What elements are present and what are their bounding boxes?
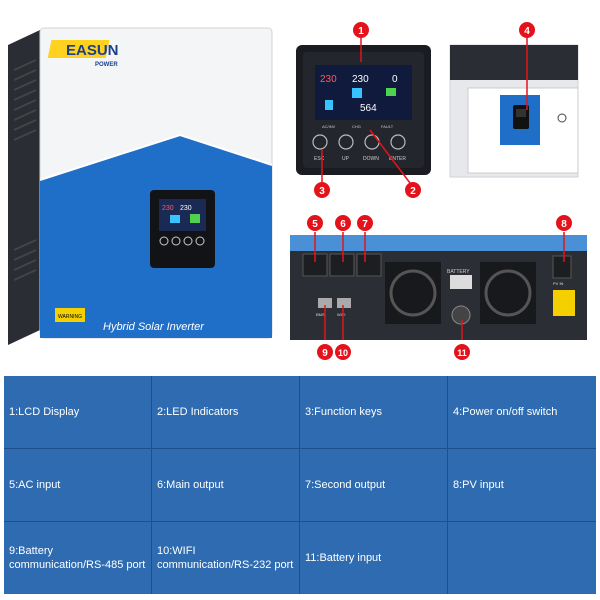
callout-2: 2: [405, 182, 421, 198]
callout-4: 4: [519, 22, 535, 38]
switch-closeup: [449, 38, 579, 178]
svg-text:AC/INV: AC/INV: [322, 124, 336, 129]
svg-text:6: 6: [340, 219, 346, 230]
svg-text:9: 9: [322, 348, 328, 359]
svg-text:230: 230: [162, 205, 174, 212]
feature-table: 1:LCD Display 2:LED Indicators 3:Functio…: [4, 376, 596, 594]
svg-text:ENTER: ENTER: [389, 156, 406, 162]
table-cell: [448, 522, 596, 594]
ports-closeup: BATTERY BMS WIFI PV IN: [290, 232, 587, 340]
svg-text:BATTERY: BATTERY: [447, 269, 470, 275]
svg-text:WARNING: WARNING: [58, 314, 82, 320]
svg-text:564: 564: [360, 103, 377, 114]
svg-text:0: 0: [392, 74, 398, 85]
svg-text:PV IN: PV IN: [553, 281, 564, 286]
svg-text:7: 7: [362, 219, 368, 230]
callout-11: 11: [454, 344, 470, 360]
svg-text:ESC: ESC: [314, 156, 325, 162]
table-cell: 11:Battery input: [300, 522, 448, 594]
table-cell: 1:LCD Display: [4, 376, 152, 449]
svg-text:230: 230: [320, 74, 337, 85]
table-cell: 2:LED Indicators: [152, 376, 300, 449]
svg-text:10: 10: [338, 348, 348, 358]
callout-7: 7: [357, 215, 373, 231]
table-cell: 9:Battery communication/RS-485 port: [4, 522, 152, 594]
callout-1: 1: [353, 22, 369, 38]
callout-10: 10: [335, 344, 351, 360]
svg-text:11: 11: [457, 348, 467, 358]
table-cell: 3:Function keys: [300, 376, 448, 449]
svg-text:BMS: BMS: [316, 312, 325, 317]
callout-9: 9: [317, 344, 333, 360]
product-images: EASUN POWER 230 230 WARNING Hybrid Solar…: [8, 22, 587, 360]
svg-text:3: 3: [319, 186, 325, 197]
table-cell: 8:PV input: [448, 449, 596, 522]
brand-logo: EASUN POWER: [47, 40, 119, 68]
table-cell: 4:Power on/off switch: [448, 376, 596, 449]
svg-text:5: 5: [312, 219, 318, 230]
callout-3: 3: [314, 182, 330, 198]
svg-text:UP: UP: [342, 156, 350, 162]
display-closeup: 230 230 0 564 AC/INV CHG FAULT ESC UP DO…: [296, 38, 431, 184]
callout-8: 8: [556, 215, 572, 231]
svg-text:230: 230: [180, 205, 192, 212]
brand-sub: POWER: [95, 62, 118, 68]
svg-text:DOWN: DOWN: [363, 156, 379, 162]
table-cell: 10:WIFI communication/RS-232 port: [152, 522, 300, 594]
inverter-unit: EASUN POWER 230 230 WARNING Hybrid Solar…: [8, 27, 273, 345]
product-name: Hybrid Solar Inverter: [103, 321, 205, 333]
svg-text:8: 8: [561, 219, 567, 230]
svg-text:4: 4: [524, 26, 530, 37]
callout-badges: 1 2 3 4 5 6 7 8 9 10 11: [307, 22, 572, 360]
table-cell: 7:Second output: [300, 449, 448, 522]
svg-text:WIFI: WIFI: [337, 312, 345, 317]
brand-name: EASUN: [66, 42, 119, 59]
svg-text:230: 230: [352, 74, 369, 85]
table-cell: 6:Main output: [152, 449, 300, 522]
svg-text:FAULT: FAULT: [381, 124, 394, 129]
table-cell: 5:AC input: [4, 449, 152, 522]
callout-5: 5: [307, 215, 323, 231]
callout-6: 6: [335, 215, 351, 231]
svg-text:1: 1: [358, 26, 364, 37]
svg-text:2: 2: [410, 186, 416, 197]
svg-text:CHG: CHG: [352, 124, 361, 129]
